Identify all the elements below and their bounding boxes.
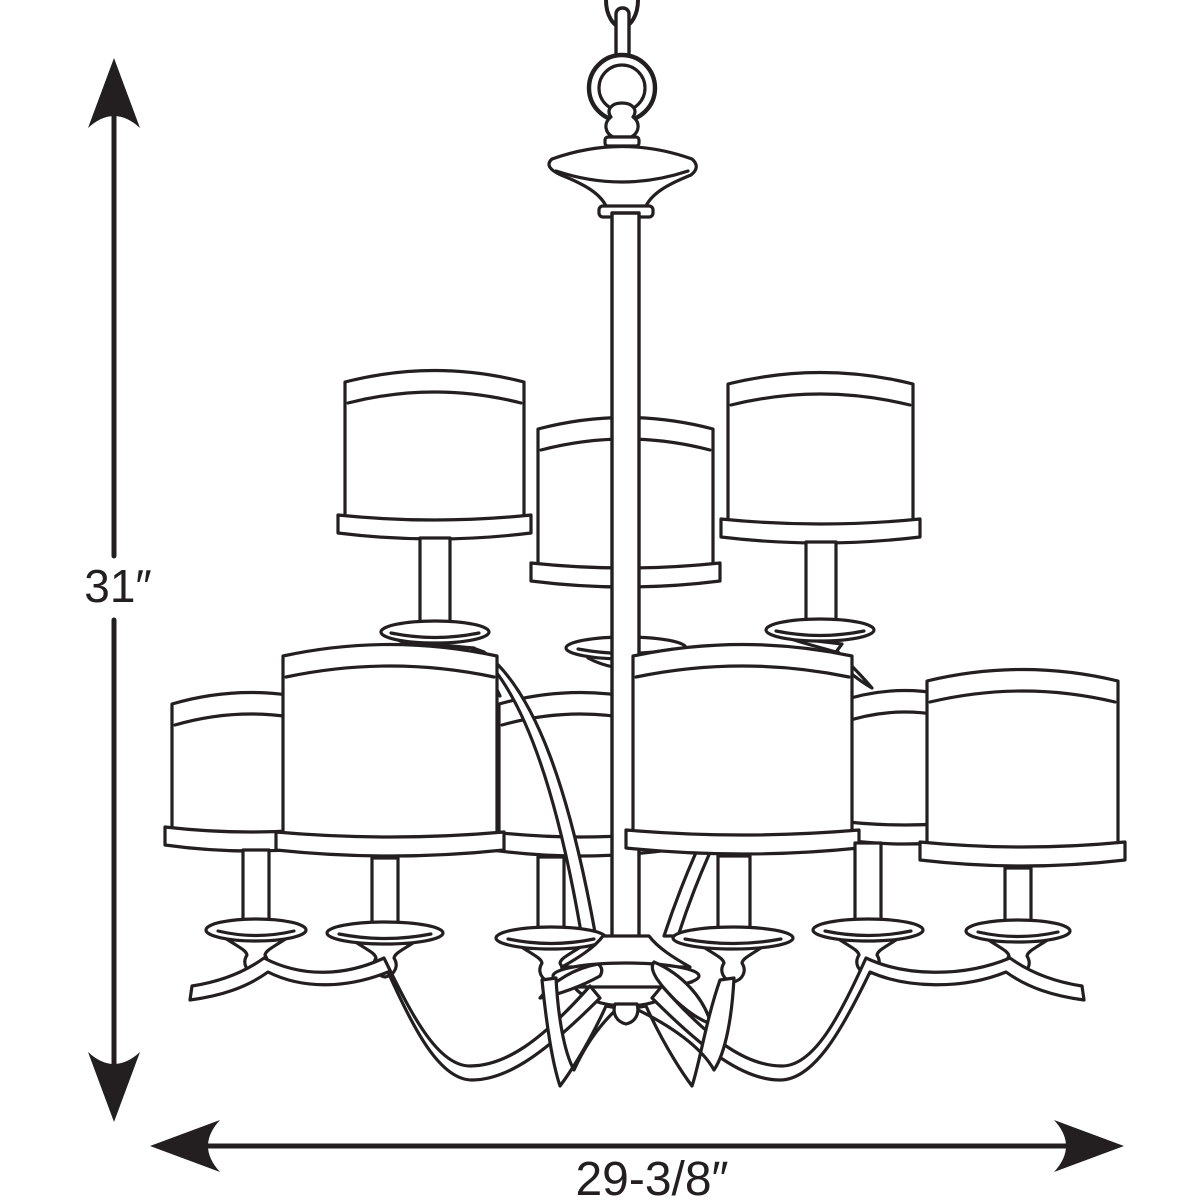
hub-bell — [560, 934, 692, 969]
bobeche — [764, 617, 876, 643]
width-dimension — [150, 1120, 1124, 1172]
arrow-left-icon — [150, 1120, 220, 1172]
wave-arm-right — [650, 956, 1086, 1082]
upper-light-right — [719, 370, 922, 690]
bobeche — [379, 619, 491, 645]
loop-arm-left — [540, 976, 620, 1088]
top-shade-left — [336, 368, 533, 541]
hub-drop-finial — [612, 1002, 640, 1026]
ball-finial — [603, 101, 641, 148]
leaf-ornament — [650, 960, 713, 1026]
candle-stem — [1003, 866, 1033, 928]
bobeche — [671, 925, 795, 984]
candle-stem — [716, 854, 752, 934]
candle-stem — [536, 855, 566, 934]
lower-shade-front-left — [274, 642, 506, 858]
arrow-down-icon — [88, 1052, 140, 1122]
height-dimension-label: 31″ — [84, 560, 151, 612]
arrow-up-icon — [88, 58, 140, 128]
loop-arm-right — [632, 976, 736, 1088]
lower-shade-front-right — [624, 642, 861, 856]
candle-stem — [370, 856, 400, 930]
width-dimension-label: 29-3/8″ — [575, 1153, 728, 1200]
wave-arm-left — [188, 956, 602, 1082]
candle-stem — [853, 841, 883, 925]
top-shade-right — [719, 370, 922, 545]
upper-light-left — [336, 368, 533, 698]
candle-stem — [241, 848, 271, 926]
candle-stem — [418, 536, 452, 630]
candle-stem — [804, 540, 838, 630]
canopy — [547, 144, 698, 219]
bobeche — [204, 917, 308, 976]
arrow-right-icon — [1054, 1120, 1124, 1172]
height-dimension — [88, 58, 140, 1122]
lower-shade-far-right — [918, 667, 1127, 868]
chain — [604, 0, 640, 64]
